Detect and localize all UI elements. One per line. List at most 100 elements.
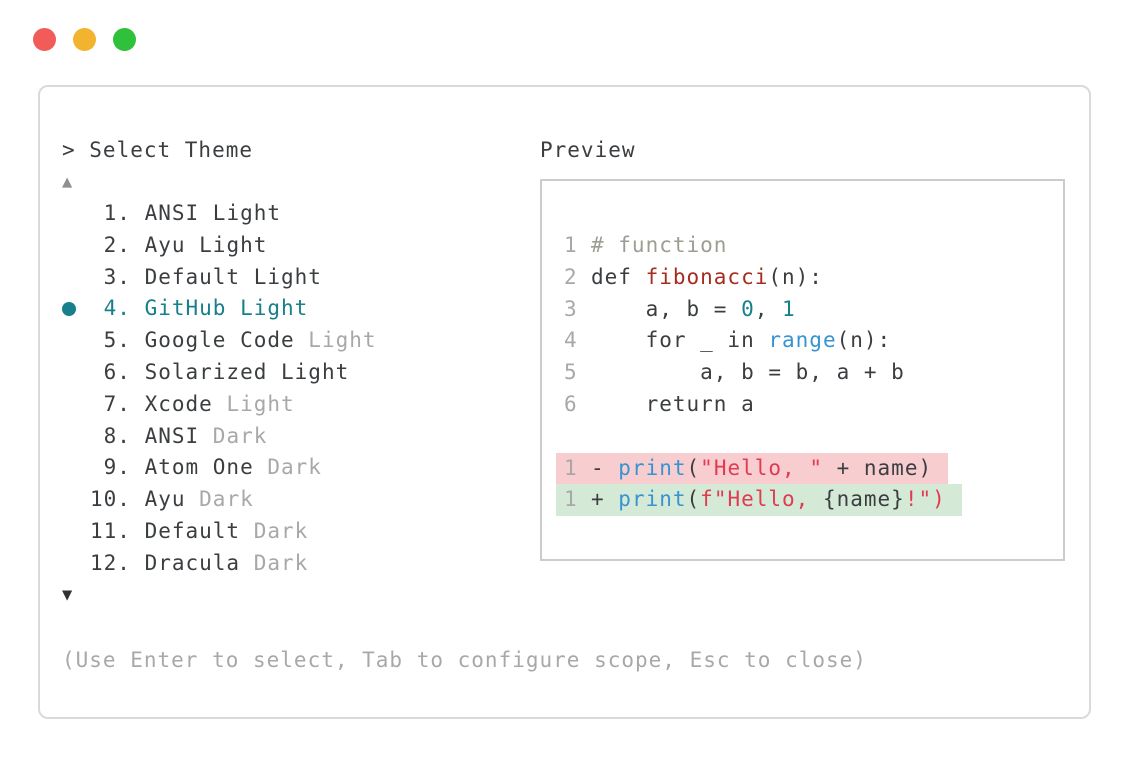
code-token-string: f"Hello,: [700, 487, 823, 512]
theme-item-variant: Light: [240, 296, 309, 321]
code-line: 5 a, b = b, a + b: [564, 357, 1063, 389]
theme-item-variant: Dark: [253, 550, 309, 575]
code-line-content: 6 return a: [564, 389, 755, 421]
theme-item-variant: Light: [212, 201, 282, 225]
selected-indicator-icon: [62, 302, 76, 317]
code-token-default: (n):: [768, 264, 823, 289]
theme-item[interactable]: 12. Dracula Dark: [62, 548, 377, 580]
theme-item[interactable]: 10. Ayu Dark: [62, 484, 377, 516]
code-token-string: "Hello, ": [700, 455, 823, 480]
theme-item-number: 3.: [90, 264, 145, 289]
theme-item[interactable]: 8. ANSI Dark: [62, 421, 377, 453]
code-token-number: 1: [782, 296, 796, 321]
code-line-content: 2 def fibonacci(n):: [564, 262, 823, 294]
code-line-content: 4 for _ in range(n):: [564, 325, 891, 357]
theme-item-number: 7.: [90, 391, 145, 416]
code-line-diff-added: 1+ print(f"Hello, {name}!"): [556, 484, 1063, 517]
code-line: 4 for _ in range(n):: [564, 325, 1063, 357]
line-number: 1: [564, 487, 578, 512]
code-token-default: -: [591, 455, 619, 480]
code-token-default: (: [686, 455, 701, 480]
code-token-default: ,: [754, 296, 783, 321]
theme-item-name: Default: [144, 264, 254, 289]
code-token-default: def: [591, 264, 646, 289]
theme-item-number: 6.: [90, 359, 145, 384]
theme-item[interactable]: 2. Ayu Light: [62, 230, 377, 262]
code-line-content: 5 a, b = b, a + b: [564, 357, 905, 389]
theme-item[interactable]: 9. Atom One Dark: [62, 452, 377, 484]
theme-item-variant: Dark: [253, 518, 309, 543]
theme-item-name: Atom One: [144, 455, 268, 480]
line-number: 5: [564, 360, 578, 385]
theme-list: 1. ANSI Light 2. Ayu Light 3. Default Li…: [62, 198, 377, 580]
code-line: 3 a, b = 0, 1: [564, 294, 1063, 326]
theme-item-name: Xcode: [144, 391, 227, 416]
code-line: 6 return a: [564, 389, 1063, 421]
code-line-diff-removed: 1- print("Hello, " + name): [556, 452, 1063, 485]
theme-item-variant: Light: [199, 232, 268, 257]
keyboard-hint: (Use Enter to select, Tab to configure s…: [62, 648, 867, 672]
theme-item[interactable]: 11. Default Dark: [62, 516, 377, 548]
theme-item-name: ANSI: [144, 201, 213, 225]
scroll-down-icon: ▼: [62, 585, 73, 605]
theme-item-number: 10.: [90, 487, 145, 512]
code-token-builtin: range: [768, 328, 837, 353]
code-token-default: {name}: [822, 487, 905, 512]
code-line: 1 # function: [564, 230, 1063, 262]
code-token-default: + name): [822, 455, 933, 480]
theme-item-number: 11.: [90, 518, 145, 543]
line-number: 1: [564, 455, 578, 480]
code-token-comment: # function: [591, 233, 728, 257]
line-number: 6: [564, 391, 578, 416]
theme-item[interactable]: 3. Default Light: [62, 262, 377, 294]
theme-item[interactable]: 4. GitHub Light: [62, 293, 377, 325]
theme-item-number: 12.: [90, 550, 145, 575]
theme-item-name: Solarized: [144, 359, 282, 384]
scroll-up-icon: ▲: [62, 172, 73, 192]
theme-item-name: ANSI: [144, 423, 213, 448]
code-token-default: return a: [591, 391, 755, 416]
code-line-content: 1+ print(f"Hello, {name}!"): [556, 484, 962, 517]
theme-item-variant: Light: [281, 359, 350, 384]
theme-item-name: Ayu: [144, 487, 200, 512]
code-token-default: (n):: [836, 328, 892, 353]
code-token-default: a, b = b, a + b: [591, 360, 905, 385]
code-token-default: +: [591, 487, 619, 512]
theme-item-variant: Dark: [212, 423, 268, 448]
code-line-content: 1- print("Hello, " + name): [556, 452, 949, 485]
page-title: > Select Theme: [62, 138, 254, 162]
zoom-button[interactable]: [113, 28, 136, 51]
theme-item-number: 9.: [90, 455, 145, 480]
code-token-number: 0: [741, 296, 755, 321]
preview-title: Preview: [540, 138, 636, 162]
code-line-content: 1 # function: [564, 230, 727, 262]
line-number: 3: [564, 296, 578, 321]
code-line: 2 def fibonacci(n):: [564, 262, 1063, 294]
theme-item-variant: Dark: [199, 487, 254, 512]
theme-item[interactable]: 6. Solarized Light: [62, 357, 377, 389]
theme-item-variant: Light: [226, 391, 295, 416]
theme-item-number: 5.: [90, 328, 145, 353]
theme-item-name: GitHub: [144, 296, 241, 321]
minimize-button[interactable]: [73, 28, 96, 51]
theme-item[interactable]: 1. ANSI Light: [62, 198, 377, 230]
line-number: 4: [564, 328, 578, 353]
theme-item-number: 1.: [90, 201, 145, 225]
close-button[interactable]: [33, 28, 56, 51]
line-number: 2: [564, 264, 578, 289]
code-token-builtin: print: [618, 487, 687, 512]
theme-item-number: 4.: [90, 296, 145, 321]
line-number: 1: [564, 233, 578, 257]
code-token-function: fibonacci: [645, 264, 769, 289]
theme-item-name: Dracula: [144, 550, 254, 575]
code-token-default: for _ in: [591, 328, 769, 353]
code-line: [564, 421, 1063, 453]
code-line-content: 3 a, b = 0, 1: [564, 294, 796, 326]
code-token-builtin: print: [618, 455, 687, 480]
theme-item[interactable]: 5. Google Code Light: [62, 325, 377, 357]
code-token-default: (: [686, 487, 701, 512]
theme-item-name: Google Code: [144, 328, 309, 353]
theme-item[interactable]: 7. Xcode Light: [62, 389, 377, 421]
